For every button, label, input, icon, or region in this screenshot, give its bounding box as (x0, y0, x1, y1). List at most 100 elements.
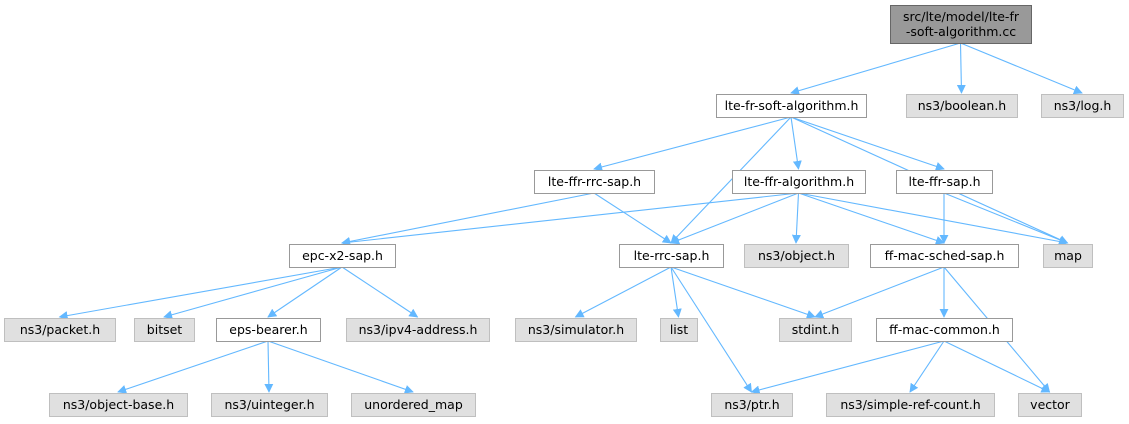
edge-lte-fr-soft-algorithm-h-to-lte-ffr-rrc-sap-h (593, 116, 792, 172)
node-label: -soft-algorithm.cc (906, 24, 1016, 39)
node-box-ns3-log-h (1041, 94, 1124, 118)
node-box-ns3-object-h (744, 244, 849, 268)
edge-lte-rrc-sap-h-to-list (670, 266, 682, 318)
node-box-vector (1018, 393, 1082, 417)
edge-epc-x2-sap-h-to-ns3-packet-h (58, 266, 343, 321)
node-ns3-boolean-h: ns3/boolean.h (906, 94, 1018, 118)
edge-lte-rrc-sap-h-to-ns3-ptr-h (670, 266, 752, 393)
edge-lte-fr-soft-algorithm-h-to-lte-rrc-sap-h (670, 116, 792, 244)
node-label: ff-mac-common.h (889, 322, 1000, 337)
node-box-ff-mac-sched-sap-h (870, 244, 1019, 268)
node-ns3-object-base-h: ns3/object-base.h (49, 393, 188, 417)
node-label: ns3/boolean.h (918, 98, 1006, 113)
node-ns3-simple-ref-count-h: ns3/simple-ref-count.h (826, 393, 995, 417)
edge-ff-mac-common-h-to-vector (943, 340, 1051, 393)
node-label: ns3/simulator.h (528, 322, 624, 337)
node-box-ns3-ptr-h (711, 393, 793, 417)
node-stdint-h: stdint.h (779, 318, 852, 342)
node-list: list (660, 318, 698, 342)
node-vector: vector (1018, 393, 1082, 417)
node-box-ns3-uinteger-h (211, 393, 328, 417)
node-label: ns3/object-base.h (63, 397, 174, 412)
node-label: map (1054, 248, 1082, 263)
node-label: list (670, 322, 688, 337)
node-box-stdint-h (779, 318, 852, 342)
node-box-ns3-ipv4-address-h (346, 318, 490, 342)
edge-eps-bearer-h-to-unordered-map (267, 340, 414, 394)
node-label: ff-mac-sched-sap.h (885, 248, 1005, 263)
node-box-ns3-simple-ref-count-h (826, 393, 995, 417)
edge-root-to-lte-fr-soft-algorithm-h (790, 42, 961, 96)
node-label: lte-rrc-sap.h (634, 248, 710, 263)
node-label: lte-ffr-sap.h (908, 174, 980, 189)
node-ff-mac-common-h[interactable]: ff-mac-common.h (876, 318, 1013, 342)
node-ns3-ipv4-address-h: ns3/ipv4-address.h (346, 318, 490, 342)
node-box-lte-ffr-sap-h (896, 170, 993, 194)
edge-epc-x2-sap-h-to-eps-bearer-h (267, 266, 343, 318)
node-lte-ffr-rrc-sap-h[interactable]: lte-ffr-rrc-sap.h (534, 170, 655, 194)
edge-lte-ffr-algorithm-h-to-ff-mac-sched-sap-h (798, 192, 945, 245)
node-box-ns3-simulator-h (515, 318, 637, 342)
node-box-ns3-boolean-h (906, 94, 1018, 118)
node-label: ns3/packet.h (20, 322, 100, 337)
edge-lte-ffr-algorithm-h-to-epc-x2-sap-h (341, 192, 799, 247)
edge-root-to-ns3-log-h (960, 42, 1083, 95)
edge-lte-fr-soft-algorithm-h-to-lte-ffr-algorithm-h (790, 116, 802, 170)
node-lte-fr-soft-algorithm-h[interactable]: lte-fr-soft-algorithm.h (716, 94, 867, 118)
node-ns3-packet-h: ns3/packet.h (4, 318, 116, 342)
node-box-epc-x2-sap-h (289, 244, 396, 268)
node-map: map (1043, 244, 1093, 268)
node-box-eps-bearer-h (216, 318, 321, 342)
node-label: ns3/uinteger.h (224, 397, 314, 412)
edge-lte-ffr-algorithm-h-to-map (798, 192, 1069, 246)
edge-lte-ffr-sap-h-to-map (943, 192, 1069, 245)
edge-lte-ffr-rrc-sap-h-to-lte-rrc-sap-h (593, 192, 672, 244)
node-label: stdint.h (792, 322, 840, 337)
node-label: epc-x2-sap.h (302, 248, 383, 263)
node-label: bitset (147, 322, 183, 337)
node-box-ff-mac-common-h (876, 318, 1013, 342)
edge-ff-mac-common-h-to-ns3-ptr-h (750, 340, 945, 395)
node-box-unordered-map (351, 393, 476, 417)
node-lte-rrc-sap-h[interactable]: lte-rrc-sap.h (619, 244, 724, 268)
edge-lte-ffr-algorithm-h-to-lte-rrc-sap-h (670, 192, 799, 245)
node-bitset: bitset (134, 318, 195, 342)
node-box-ns3-packet-h (4, 318, 116, 342)
node-unordered-map: unordered_map (351, 393, 476, 417)
node-label: lte-fr-soft-algorithm.h (725, 98, 859, 113)
edge-epc-x2-sap-h-to-ns3-ipv4-address-h (341, 266, 419, 318)
edge-root-to-ns3-boolean-h (956, 42, 966, 94)
edge-eps-bearer-h-to-ns3-object-base-h (117, 340, 269, 394)
edge-lte-ffr-algorithm-h-to-ns3-object-h (791, 192, 801, 244)
node-lte-ffr-algorithm-h[interactable]: lte-ffr-algorithm.h (732, 170, 866, 194)
node-box-map (1043, 244, 1093, 268)
node-box-root (890, 5, 1032, 44)
node-ns3-uinteger-h: ns3/uinteger.h (211, 393, 328, 417)
edges-layer (58, 42, 1083, 395)
node-label: src/lte/model/lte-fr (903, 9, 1020, 24)
edge-lte-rrc-sap-h-to-stdint-h (670, 266, 816, 319)
node-label: ns3/ptr.h (724, 397, 779, 412)
edge-lte-fr-soft-algorithm-h-to-lte-ffr-sap-h (790, 116, 945, 171)
node-ns3-log-h: ns3/log.h (1041, 94, 1124, 118)
node-box-lte-ffr-rrc-sap-h (534, 170, 655, 194)
node-label: ns3/log.h (1054, 98, 1112, 113)
node-box-list (660, 318, 698, 342)
node-lte-ffr-sap-h[interactable]: lte-ffr-sap.h (896, 170, 993, 194)
edge-lte-ffr-rrc-sap-h-to-epc-x2-sap-h (341, 192, 595, 246)
edge-ff-mac-common-h-to-ns3-simple-ref-count-h (909, 340, 945, 393)
node-ns3-ptr-h: ns3/ptr.h (711, 393, 793, 417)
nodes-layer: src/lte/model/lte-fr-soft-algorithm.cc lt… (4, 5, 1124, 417)
edge-eps-bearer-h-to-ns3-uinteger-h (264, 340, 274, 393)
node-eps-bearer-h[interactable]: eps-bearer.h (216, 318, 321, 342)
node-label: lte-ffr-algorithm.h (744, 174, 854, 189)
node-box-lte-ffr-algorithm-h (732, 170, 866, 194)
node-ns3-object-h: ns3/object.h (744, 244, 849, 268)
node-root[interactable]: src/lte/model/lte-fr-soft-algorithm.cc (890, 5, 1032, 44)
node-ff-mac-sched-sap-h[interactable]: ff-mac-sched-sap.h (870, 244, 1019, 268)
node-label: vector (1030, 397, 1071, 412)
node-label: lte-ffr-rrc-sap.h (548, 174, 641, 189)
node-ns3-simulator-h: ns3/simulator.h (515, 318, 637, 342)
node-epc-x2-sap-h[interactable]: epc-x2-sap.h (289, 244, 396, 268)
node-label: ns3/object.h (758, 248, 835, 263)
